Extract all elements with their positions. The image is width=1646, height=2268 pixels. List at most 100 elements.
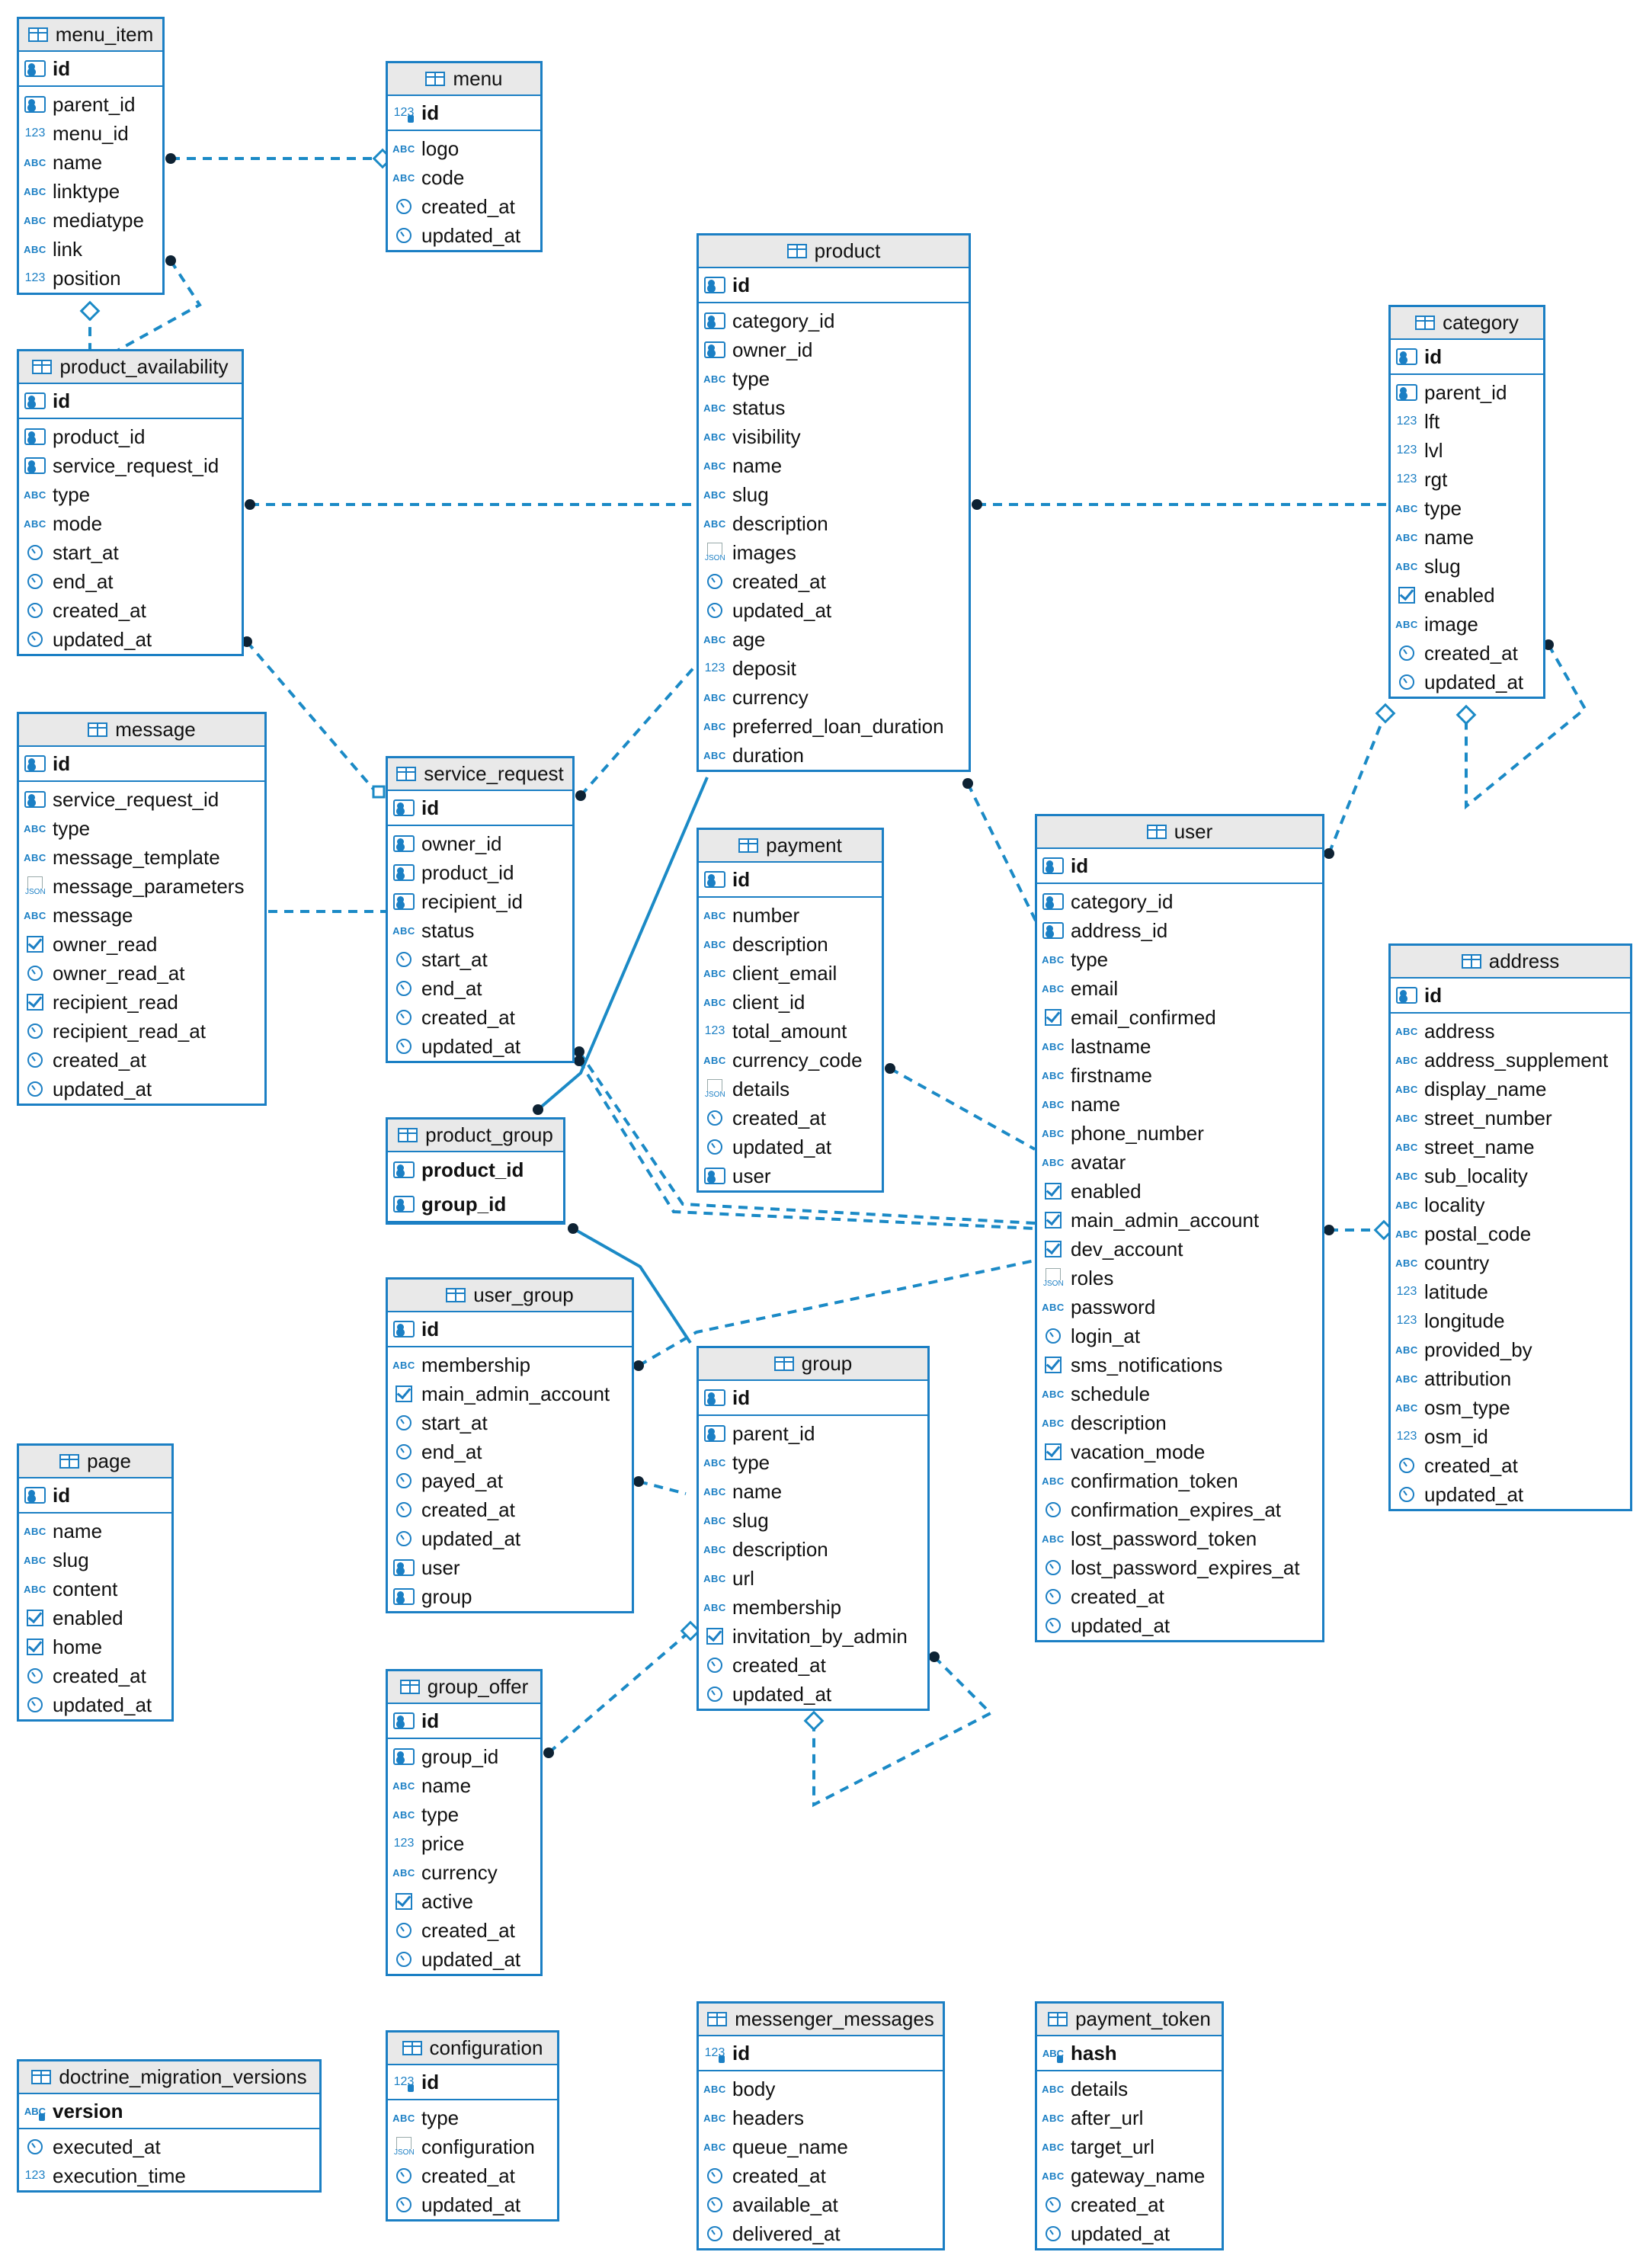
column-row[interactable]: type — [1037, 945, 1322, 974]
column-row[interactable]: created_at — [388, 192, 540, 221]
primary-key-row[interactable]: id — [388, 96, 540, 131]
column-row[interactable]: payed_at — [388, 1466, 632, 1495]
entity-payment[interactable]: paymentidnumberdescriptionclient_emailcl… — [697, 828, 884, 1193]
column-row[interactable]: updated_at — [388, 2190, 557, 2219]
column-row[interactable]: price — [388, 1829, 540, 1858]
column-row[interactable]: latitude — [1391, 1277, 1630, 1306]
primary-key-row[interactable]: id — [1391, 979, 1630, 1014]
primary-key-row[interactable]: id — [19, 384, 242, 419]
entity-payment-token[interactable]: payment_tokenhashdetailsafter_urltarget_… — [1035, 2001, 1224, 2250]
column-row[interactable]: email — [1037, 974, 1322, 1003]
column-row[interactable]: address_supplement — [1391, 1046, 1630, 1075]
column-row[interactable]: delivered_at — [699, 2219, 943, 2248]
column-row[interactable]: created_at — [1037, 1582, 1322, 1611]
column-row[interactable]: queue_name — [699, 2132, 943, 2161]
column-row[interactable]: name — [19, 148, 162, 177]
table-header[interactable]: configuration — [388, 2033, 557, 2065]
primary-key-row[interactable]: id — [388, 1704, 540, 1739]
column-row[interactable]: created_at — [388, 1003, 572, 1032]
column-row[interactable]: type — [388, 2103, 557, 2132]
column-row[interactable]: currency_code — [699, 1046, 882, 1075]
column-row[interactable]: membership — [388, 1350, 632, 1379]
column-row[interactable]: service_request_id — [19, 451, 242, 480]
column-row[interactable]: updated_at — [1037, 1611, 1322, 1640]
column-row[interactable]: created_at — [1037, 2190, 1222, 2219]
column-row[interactable]: category_id — [1037, 887, 1322, 916]
column-row[interactable]: name — [388, 1771, 540, 1800]
column-row[interactable]: start_at — [388, 945, 572, 974]
primary-key-row[interactable]: id — [699, 268, 969, 303]
column-row[interactable]: type — [699, 364, 969, 393]
column-row[interactable]: created_at — [699, 1104, 882, 1132]
column-row[interactable]: end_at — [388, 1437, 632, 1466]
column-row[interactable]: osm_type — [1391, 1393, 1630, 1422]
column-row[interactable]: created_at — [388, 1495, 632, 1524]
column-row[interactable]: link — [19, 235, 162, 264]
column-row[interactable]: avatar — [1037, 1148, 1322, 1177]
column-row[interactable]: recipient_read_at — [19, 1017, 264, 1046]
column-row[interactable]: updated_at — [699, 1680, 927, 1709]
column-row[interactable]: menu_id — [19, 119, 162, 148]
column-row[interactable]: type — [699, 1448, 927, 1477]
entity-user[interactable]: useridcategory_idaddress_idtypeemailemai… — [1035, 814, 1324, 1642]
table-header[interactable]: messenger_messages — [699, 2004, 943, 2036]
column-row[interactable]: name — [699, 451, 969, 480]
column-row[interactable]: configuration — [388, 2132, 557, 2161]
primary-key-row[interactable]: id — [699, 1381, 927, 1416]
table-header[interactable]: menu — [388, 63, 540, 96]
entity-doctrine-migration-versions[interactable]: doctrine_migration_versionsversionexecut… — [17, 2059, 322, 2193]
primary-key-row[interactable]: group_id — [388, 1187, 563, 1222]
column-row[interactable]: description — [699, 509, 969, 538]
column-row[interactable]: lvl — [1391, 436, 1543, 465]
primary-key-row[interactable]: id — [1391, 340, 1543, 375]
column-row[interactable]: duration — [699, 741, 969, 770]
column-row[interactable]: schedule — [1037, 1379, 1322, 1408]
column-row[interactable]: updated_at — [388, 1945, 540, 1974]
column-row[interactable]: address_id — [1037, 916, 1322, 945]
column-row[interactable]: linktype — [19, 177, 162, 206]
column-row[interactable]: created_at — [1391, 1451, 1630, 1480]
column-row[interactable]: owner_read_at — [19, 959, 264, 988]
column-row[interactable]: recipient_read — [19, 988, 264, 1017]
column-row[interactable]: name — [1037, 1090, 1322, 1119]
column-row[interactable]: dev_account — [1037, 1235, 1322, 1264]
column-row[interactable]: type — [1391, 494, 1543, 523]
column-row[interactable]: url — [699, 1564, 927, 1593]
column-row[interactable]: enabled — [19, 1603, 171, 1632]
column-row[interactable]: type — [19, 480, 242, 509]
column-row[interactable]: headers — [699, 2103, 943, 2132]
column-row[interactable]: owner_id — [699, 335, 969, 364]
column-row[interactable]: sms_notifications — [1037, 1350, 1322, 1379]
column-row[interactable]: invitation_by_admin — [699, 1622, 927, 1651]
column-row[interactable]: available_at — [699, 2190, 943, 2219]
column-row[interactable]: gateway_name — [1037, 2161, 1222, 2190]
table-header[interactable]: message — [19, 714, 264, 747]
column-row[interactable]: images — [699, 538, 969, 567]
table-header[interactable]: page — [19, 1446, 171, 1478]
column-row[interactable]: created_at — [19, 1661, 171, 1690]
column-row[interactable]: parent_id — [19, 90, 162, 119]
table-header[interactable]: user_group — [388, 1280, 632, 1312]
column-row[interactable]: postal_code — [1391, 1219, 1630, 1248]
column-row[interactable]: slug — [699, 1506, 927, 1535]
column-row[interactable]: attribution — [1391, 1364, 1630, 1393]
primary-key-row[interactable]: id — [699, 2036, 943, 2071]
column-row[interactable]: lost_password_expires_at — [1037, 1553, 1322, 1582]
column-row[interactable]: group — [388, 1582, 632, 1611]
column-row[interactable]: membership — [699, 1593, 927, 1622]
column-row[interactable]: total_amount — [699, 1017, 882, 1046]
column-row[interactable]: phone_number — [1037, 1119, 1322, 1148]
column-row[interactable]: client_email — [699, 959, 882, 988]
entity-group[interactable]: groupidparent_idtypenameslugdescriptionu… — [697, 1346, 930, 1711]
primary-key-row[interactable]: id — [388, 2065, 557, 2100]
column-row[interactable]: slug — [699, 480, 969, 509]
primary-key-row[interactable]: version — [19, 2094, 319, 2129]
column-row[interactable]: age — [699, 625, 969, 654]
entity-address[interactable]: addressidaddressaddress_supplementdispla… — [1388, 943, 1632, 1511]
column-row[interactable]: user — [699, 1161, 882, 1190]
table-header[interactable]: category — [1391, 307, 1543, 340]
table-header[interactable]: user — [1037, 816, 1322, 849]
column-row[interactable]: message_parameters — [19, 872, 264, 901]
column-row[interactable]: email_confirmed — [1037, 1003, 1322, 1032]
